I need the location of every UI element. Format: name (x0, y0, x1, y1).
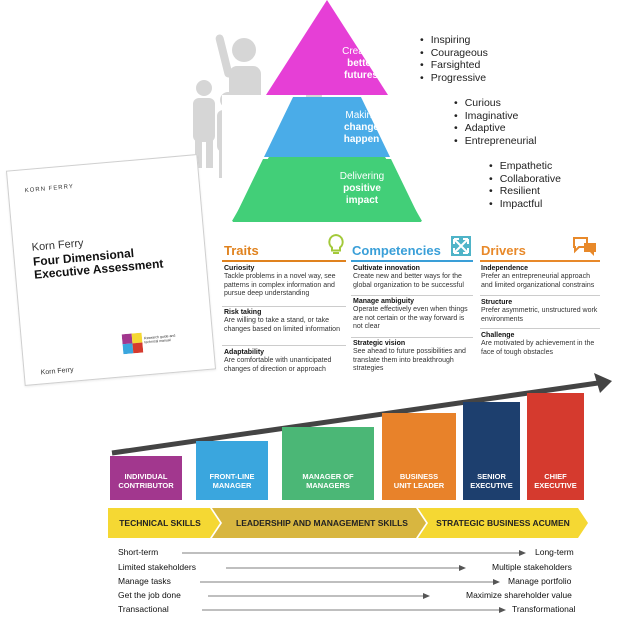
scale-left-manage-tasks: Manage tasks (118, 576, 171, 586)
scale-left-short-term: Short-term (118, 547, 159, 557)
scale-right-transformational: Transformational (512, 604, 576, 614)
scale-arrow-4 (208, 593, 430, 599)
scale-right-manage-portfolio: Manage portfolio (508, 576, 572, 586)
drivers-heading: Drivers (481, 243, 526, 258)
chat-bubbles-icon (573, 237, 596, 256)
skill-technical: TECHNICAL SKILLS (119, 518, 201, 528)
expand-arrows-icon (451, 236, 471, 256)
pyramid-mask (222, 95, 432, 223)
scale-left-transactional: Transactional (118, 604, 169, 614)
report-cover: KORN FERRY Korn Ferry Four Dimensional E… (5, 154, 217, 386)
pyramid-middle-bullets: Curious Imaginative Adaptive Entrepreneu… (454, 97, 537, 147)
growth-arrow (111, 373, 612, 456)
lightbulb-icon (328, 233, 344, 254)
scale-left-get-job-done: Get the job done (118, 590, 181, 600)
scale-right-long-term: Long-term (535, 547, 574, 557)
scale-right-multiple-stakeholders: Multiple stakeholders (492, 562, 572, 572)
cover-subtitle: Research guide and technical manual (143, 333, 176, 345)
cover-brand: KORN FERRY (24, 183, 75, 195)
scale-arrow-1 (182, 550, 526, 556)
traits-heading: Traits (224, 243, 259, 258)
traits-underline (222, 260, 346, 262)
pyramid-top-bullets: Inspiring Courageous Farsighted Progress… (420, 34, 488, 84)
cover-logo-icon (121, 332, 144, 355)
competencies-heading: Competencies (352, 243, 441, 258)
cover-footer: Korn Ferry (40, 366, 74, 377)
scale-arrow-2 (226, 565, 466, 571)
skills-chevron-band (108, 508, 588, 538)
skill-leadership-management: LEADERSHIP AND MANAGEMENT SKILLS (236, 518, 408, 528)
skill-strategic-acumen: STRATEGIC BUSINESS ACUMEN (436, 518, 570, 528)
pyramid-top-tier (266, 0, 388, 95)
drivers-underline (480, 260, 600, 262)
competencies-underline (351, 260, 473, 262)
scale-left-limited-stakeholders: Limited stakeholders (118, 562, 196, 572)
scale-arrow-5 (202, 607, 506, 613)
pyramid-bottom-bullets: Empathetic Collaborative Resilient Impac… (489, 160, 561, 210)
scale-arrow-3 (200, 579, 500, 585)
scale-right-maximize-value: Maximize shareholder value (466, 590, 572, 600)
